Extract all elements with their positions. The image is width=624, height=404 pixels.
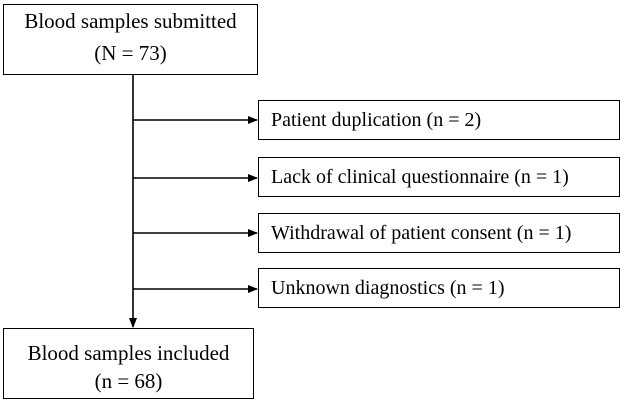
exclusion-box-diagnostics: Unknown diagnostics (n = 1) (258, 268, 620, 308)
samples-submitted-box: Blood samples submitted (N = 73) (3, 4, 258, 75)
samples-included-count: (n = 68) (94, 369, 163, 393)
exclusion-box-consent: Withdrawal of patient consent (n = 1) (258, 213, 620, 253)
samples-submitted-count: (N = 73) (94, 41, 167, 65)
samples-included-box: Blood samples included (n = 68) (3, 328, 254, 399)
exclusion-label: Unknown diagnostics (n = 1) (271, 277, 505, 299)
exclusion-box-duplication: Patient duplication (n = 2) (258, 100, 620, 140)
exclusion-box-questionnaire: Lack of clinical questionnaire (n = 1) (258, 157, 620, 197)
exclusion-label: Lack of clinical questionnaire (n = 1) (271, 166, 569, 188)
samples-submitted-label: Blood samples submitted (24, 9, 237, 33)
exclusion-label: Patient duplication (n = 2) (271, 109, 482, 131)
exclusion-label: Withdrawal of patient consent (n = 1) (271, 222, 572, 244)
samples-included-label: Blood samples included (27, 341, 230, 365)
